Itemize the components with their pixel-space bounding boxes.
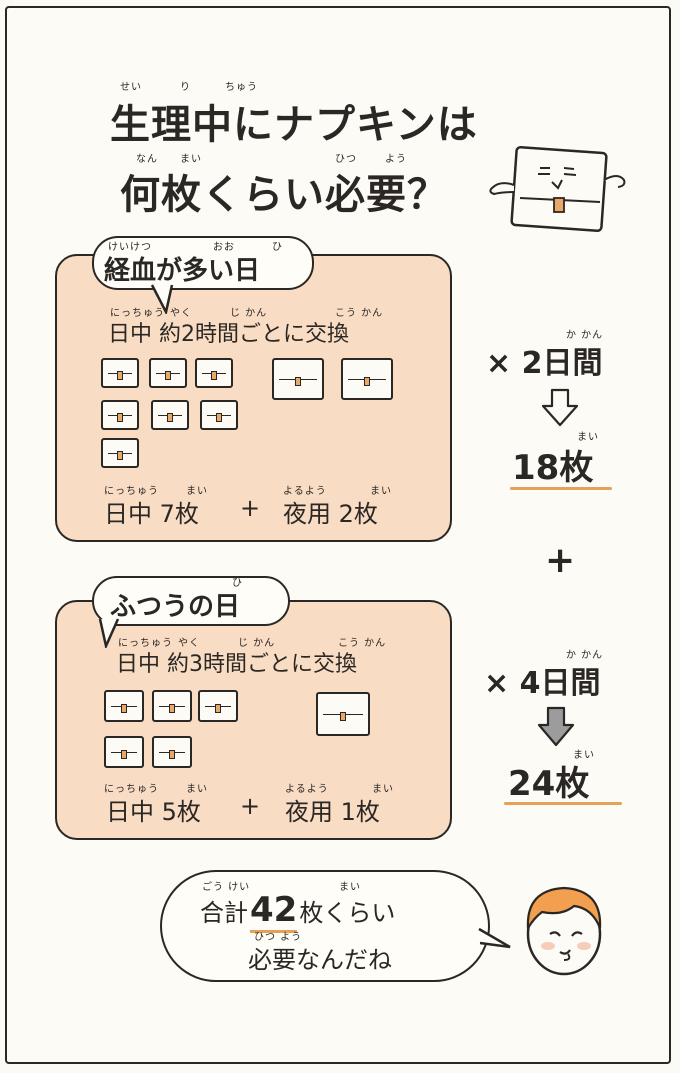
normal-total-underline: [504, 802, 622, 805]
day-pad-icon: [101, 438, 139, 468]
night-pad-icon: [341, 358, 393, 400]
normal-multiplier-ruby: か かん: [566, 650, 604, 661]
day-pad-icon: [101, 358, 139, 388]
heavy-day-summary-ruby-2: まい: [186, 486, 208, 497]
heavy-rule-ruby-2: やく: [170, 308, 192, 319]
between-plus: +: [545, 540, 576, 581]
normal-night-summary-ruby-1: よるよう: [285, 784, 329, 795]
heavy-total-ruby: まい: [577, 432, 599, 443]
heavy-night-summary-ruby-2: まい: [370, 486, 392, 497]
normal-day-rule: 日中 約3時間ごとに交換: [116, 652, 357, 677]
title-line-2: 何枚くらい必要？: [120, 172, 448, 218]
normal-rule-ruby-1: にっちゅう: [118, 638, 173, 649]
title-ruby-chu: ちゅう: [225, 82, 258, 93]
heavy-multiplier: × 2日間: [486, 346, 603, 381]
normal-day-label: ふつうの日: [110, 592, 241, 622]
conclusion-line-2: 必要なんだね: [248, 946, 392, 974]
normal-night-summary-ruby-2: まい: [372, 784, 394, 795]
heavy-day-rule: 日中 約2時間ごとに交換: [108, 322, 349, 347]
down-arrow-icon: [537, 706, 575, 747]
conclusion-ruby-goukei: ごう けい: [202, 882, 251, 893]
girl-face-icon: [526, 886, 602, 976]
heavy-day-summary-night: 夜用 2枚: [283, 500, 378, 528]
heavy-total: 18枚: [512, 448, 594, 488]
heavy-ruby-keiketsu: けいけつ: [108, 242, 152, 253]
conclusion-ruby-hitsuyou: ひつ よう: [254, 932, 303, 943]
normal-rule-ruby-4: こう かん: [338, 638, 387, 649]
day-pad-icon: [198, 690, 238, 722]
normal-day-summary-day: 日中 5枚: [106, 798, 201, 826]
normal-rule-ruby-2: やく: [178, 638, 200, 649]
title-ruby-sei: せい: [120, 82, 142, 93]
day-pad-icon: [151, 400, 189, 430]
pad-mascot-icon: [489, 145, 626, 233]
title-ruby-you: よう: [385, 154, 407, 165]
heavy-day-summary-plus: +: [240, 494, 261, 522]
heavy-night-summary-ruby-1: よるよう: [283, 486, 327, 497]
heavy-day-bubble-tail: [150, 284, 174, 314]
heavy-ruby-hi: ひ: [272, 242, 283, 253]
title-ruby-ri: り: [180, 82, 191, 93]
conclusion-total-number: 42: [250, 890, 298, 933]
heavy-rule-ruby-1: にっちゅう: [110, 308, 165, 319]
heavy-day-label: 経血が多い日: [104, 256, 261, 286]
heavy-day-label-bubble: [92, 236, 314, 290]
heavy-multiplier-ruby: か かん: [566, 330, 604, 341]
normal-day-bubble-tail: [98, 618, 120, 648]
conclusion-bubble-tail: [478, 927, 511, 949]
conclusion-ruby-mai: まい: [339, 882, 361, 893]
title-ruby-hitsu: ひつ: [335, 154, 357, 165]
heavy-day-summary-day: 日中 7枚: [104, 500, 199, 528]
normal-day-summary-plus: +: [240, 792, 261, 820]
normal-ruby-hi: ひ: [232, 578, 243, 589]
heavy-ruby-oo: おお: [213, 242, 235, 253]
title-ruby-mai: まい: [180, 154, 202, 165]
normal-day-summary-ruby-1: にっちゅう: [104, 784, 159, 795]
heavy-rule-ruby-3: じ かん: [230, 308, 268, 319]
heavy-total-underline: [510, 487, 612, 490]
normal-day-summary-night: 夜用 1枚: [285, 798, 380, 826]
day-pad-icon: [101, 400, 139, 430]
day-pad-icon: [200, 400, 238, 430]
down-arrow-icon: [541, 388, 579, 427]
normal-day-summary-ruby-2: まい: [186, 784, 208, 795]
normal-total-ruby: まい: [573, 750, 595, 761]
day-pad-icon: [104, 690, 144, 722]
day-pad-icon: [149, 358, 187, 388]
conclusion-total-prefix: 合計: [200, 899, 248, 927]
normal-day-label-bubble: [92, 576, 290, 626]
heavy-rule-ruby-4: こう かん: [335, 308, 384, 319]
conclusion-line-1: 合計42枚くらい: [200, 890, 396, 933]
title-ruby-nan: なん: [136, 154, 158, 165]
day-pad-icon: [152, 690, 192, 722]
night-pad-icon: [272, 358, 324, 400]
normal-multiplier: × 4日間: [484, 666, 601, 701]
day-pad-icon: [152, 736, 192, 768]
conclusion-bubble: [160, 870, 490, 982]
night-pad-icon: [316, 692, 370, 736]
heavy-day-summary-ruby-1: にっちゅう: [104, 486, 159, 497]
normal-total: 24枚: [508, 764, 590, 804]
day-pad-icon: [195, 358, 233, 388]
normal-rule-ruby-3: じ かん: [238, 638, 276, 649]
conclusion-total-suffix: 枚くらい: [299, 899, 396, 927]
title-line-1: 生理中にナプキンは: [110, 102, 478, 148]
day-pad-icon: [104, 736, 144, 768]
